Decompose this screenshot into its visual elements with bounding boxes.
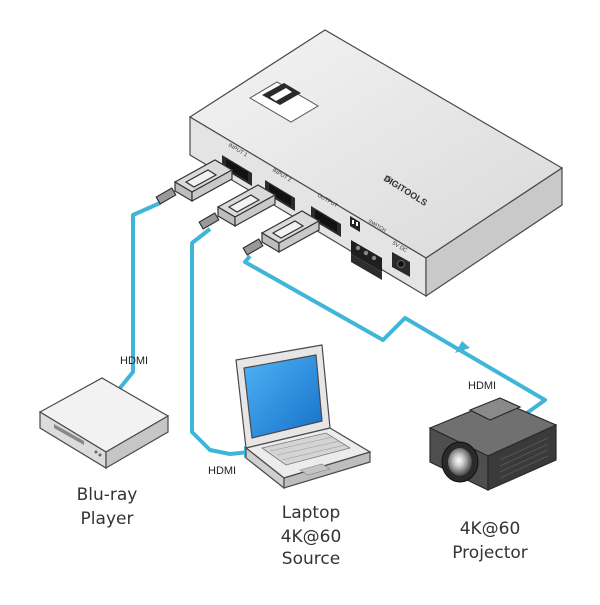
cable-bluray [118, 201, 161, 390]
caption-projector: 4K@60 Projector [440, 518, 540, 564]
hdmi-label-bluray: HDMI [120, 355, 149, 367]
dip-switch [350, 216, 360, 232]
switcher-device [188, 29, 564, 298]
cable-projector [243, 254, 547, 420]
cable-laptop [190, 227, 251, 456]
caption-laptop-line1: Laptop [281, 503, 341, 523]
arrow-to-projector [455, 341, 470, 353]
power-dot: ® [386, 175, 392, 184]
caption-bluray: Blu-ray Player [62, 484, 152, 530]
caption-laptop-line3: Source [281, 549, 341, 569]
port-input-1 [222, 155, 252, 186]
hdmi-plug-output [242, 210, 321, 256]
laptop [235, 344, 372, 490]
power-jack [392, 252, 410, 277]
hdmi-plug-input-2 [198, 184, 277, 230]
caption-projector-line1: 4K@60 [459, 519, 521, 539]
caption-projector-line2: Projector [452, 543, 528, 563]
hdmi-label-projector: HDMI [468, 380, 497, 392]
port-input-2 [265, 180, 295, 211]
caption-laptop-line2: 4K@60 [280, 527, 342, 547]
port-output [311, 206, 341, 237]
hdmi-label-laptop: HDMI [208, 465, 237, 477]
caption-bluray-line1: Blu-ray [76, 485, 138, 505]
hdmi-plug-input-1 [155, 159, 234, 205]
caption-laptop: Laptop 4K@60 Source [266, 502, 356, 570]
kramer-logo [249, 81, 319, 123]
terminal-block [351, 240, 382, 280]
bluray-player [38, 377, 170, 470]
caption-bluray-line2: Player [80, 509, 134, 529]
projector-lens [441, 441, 479, 483]
